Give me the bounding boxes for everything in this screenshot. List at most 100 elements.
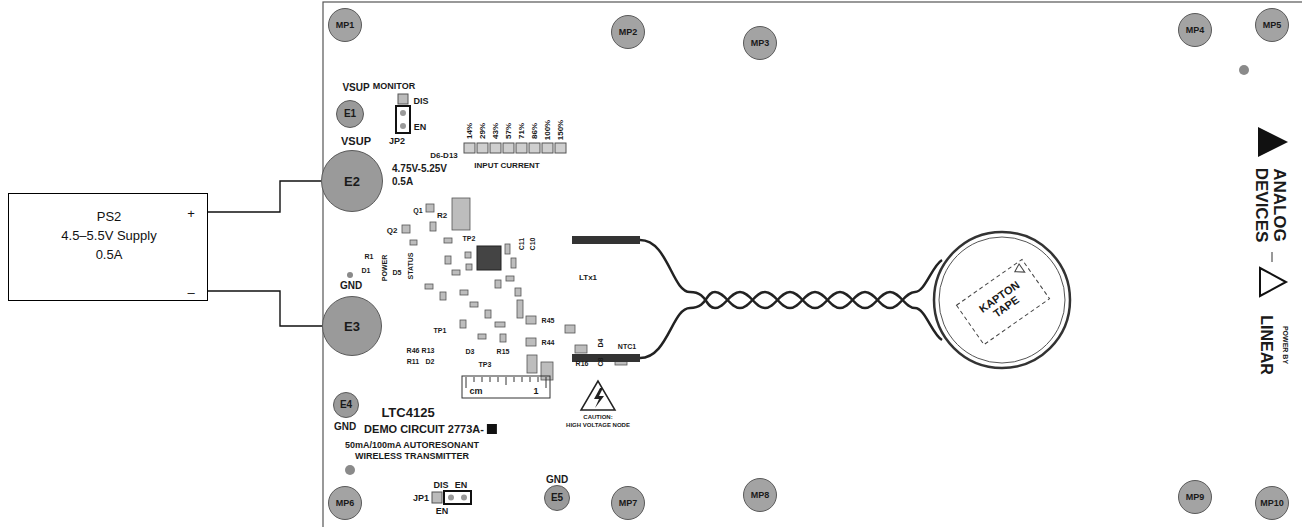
current-level: 29% xyxy=(479,123,487,139)
coil-wire xyxy=(640,240,942,340)
power-supply-box: PS24.5–5.5V Supply0.5A+– xyxy=(8,193,208,301)
terminal-turret: E5 xyxy=(544,485,570,511)
terminal-label: VSUP xyxy=(342,83,369,93)
part-label: JP2 xyxy=(389,137,405,146)
coil-wire xyxy=(640,260,942,358)
terminal-label: GND xyxy=(334,422,356,432)
mounting-hole: MP5 xyxy=(1255,8,1289,42)
adi-logo xyxy=(1258,127,1288,157)
terminal-id: E2 xyxy=(344,175,360,188)
part-label: R15 xyxy=(497,348,510,355)
jumper-label: DIS xyxy=(413,97,428,106)
supply-name: PS2 xyxy=(97,210,122,223)
terminal-turret: E2 xyxy=(321,150,383,212)
terminal-id: MP8 xyxy=(751,491,770,500)
company-logo: LINEAR xyxy=(1258,315,1274,375)
company-logo: ANALOG DEVICES xyxy=(1252,163,1288,247)
terminal-turret: E3 xyxy=(322,296,382,356)
terminal-sign: – xyxy=(187,286,194,299)
part-label: R11 xyxy=(407,358,419,365)
warning-symbol xyxy=(581,381,615,410)
mounting-hole: MP6 xyxy=(328,486,362,520)
transmitter-coil xyxy=(934,232,1070,368)
jumper-label: DIS xyxy=(433,481,448,490)
led-label: POWER xyxy=(381,255,388,281)
jumper-label: MONITOR xyxy=(373,82,415,91)
mounting-hole: MP2 xyxy=(611,15,645,49)
ic-chip xyxy=(477,246,501,270)
scale-unit: cm xyxy=(469,387,482,396)
terminal-id: MP7 xyxy=(619,499,638,508)
part-label: JP1 xyxy=(413,494,429,503)
part-label: R45 xyxy=(542,317,555,324)
terminal-id: MP1 xyxy=(336,21,355,30)
part-label: Q2 xyxy=(387,227,398,235)
warning-text: CAUTION: xyxy=(583,414,612,420)
jumper-label: EN xyxy=(414,123,427,132)
jumper-label: EN xyxy=(455,481,468,490)
part-label: D3 xyxy=(466,348,475,355)
supply-wire xyxy=(208,181,321,212)
part-label: R1 xyxy=(365,253,374,260)
part-label: D1 xyxy=(362,267,371,274)
current-level: 43% xyxy=(492,123,500,139)
terminal-label: GND xyxy=(546,475,568,485)
part-label: C8 xyxy=(597,358,604,367)
supply-rating: 4.5–5.5V Supply xyxy=(61,229,156,242)
jumper-jp2 xyxy=(396,94,410,133)
mounting-hole: MP9 xyxy=(1178,480,1212,514)
current-level: 57% xyxy=(505,123,513,139)
current-level: 71% xyxy=(518,123,526,139)
part-label: D5 xyxy=(393,269,402,276)
led-label: STATUS xyxy=(407,253,414,280)
part-label: R13 xyxy=(422,347,435,354)
variant-marker xyxy=(487,424,497,434)
scale-number: 1 xyxy=(533,387,538,396)
part-label: C11 xyxy=(518,238,525,250)
current-level: 14% xyxy=(466,123,474,139)
current-level: 150% xyxy=(557,120,565,140)
board-title: DEMO CIRCUIT 2773A- xyxy=(364,424,484,435)
part-label: Q1 xyxy=(413,207,422,214)
terminal-id: MP5 xyxy=(1263,21,1282,30)
board-subtitle: 50mA/100mA AUTORESONANT xyxy=(345,441,479,450)
terminal-id: MP4 xyxy=(1186,26,1205,35)
fiducial-dot xyxy=(347,272,353,278)
terminal-turret: E1 xyxy=(336,100,364,128)
terminal-id: E5 xyxy=(551,493,563,503)
fiducial-dot xyxy=(1239,65,1249,75)
tape-label: KAPTON TAPE xyxy=(971,275,1035,329)
mounting-hole: MP3 xyxy=(743,26,777,60)
terminal-id: E4 xyxy=(340,400,352,410)
terminal-label: GND xyxy=(340,281,362,291)
terminal-id: MP3 xyxy=(751,39,770,48)
transmitter-coil xyxy=(939,237,1065,363)
terminal-id: MP9 xyxy=(1186,493,1205,502)
jumper-jp1 xyxy=(432,491,471,504)
part-label: R46 xyxy=(407,347,420,354)
scale-ruler xyxy=(462,376,550,398)
terminal-id: MP2 xyxy=(619,28,638,37)
board-subtitle: WIRELESS TRANSMITTER xyxy=(355,452,469,461)
part-label: C10 xyxy=(529,238,536,251)
current-level: 86% xyxy=(531,123,539,139)
smd-parts xyxy=(402,198,627,380)
terminal-id: MP10 xyxy=(1260,499,1284,508)
part-label: R44 xyxy=(542,339,555,346)
mounting-hole: MP4 xyxy=(1178,13,1212,47)
mounting-hole: MP10 xyxy=(1255,486,1289,520)
terminal-label: VSUP xyxy=(341,136,371,147)
current-level: 100% xyxy=(544,120,552,140)
part-label: TP3 xyxy=(479,361,492,368)
part-label: NTC1 xyxy=(618,343,636,350)
supply-rating: 0.5A xyxy=(392,177,413,187)
mounting-hole: MP8 xyxy=(743,478,777,512)
part-label: R16 xyxy=(576,360,589,367)
board-title: LTC4125 xyxy=(381,406,434,419)
led-bar xyxy=(464,143,566,153)
supply-rating: 0.5A xyxy=(96,248,123,261)
fiducial-dot xyxy=(345,465,355,475)
terminal-turret: E4 xyxy=(333,392,359,418)
coil-pad xyxy=(572,236,640,244)
part-label: D4 xyxy=(597,339,604,348)
